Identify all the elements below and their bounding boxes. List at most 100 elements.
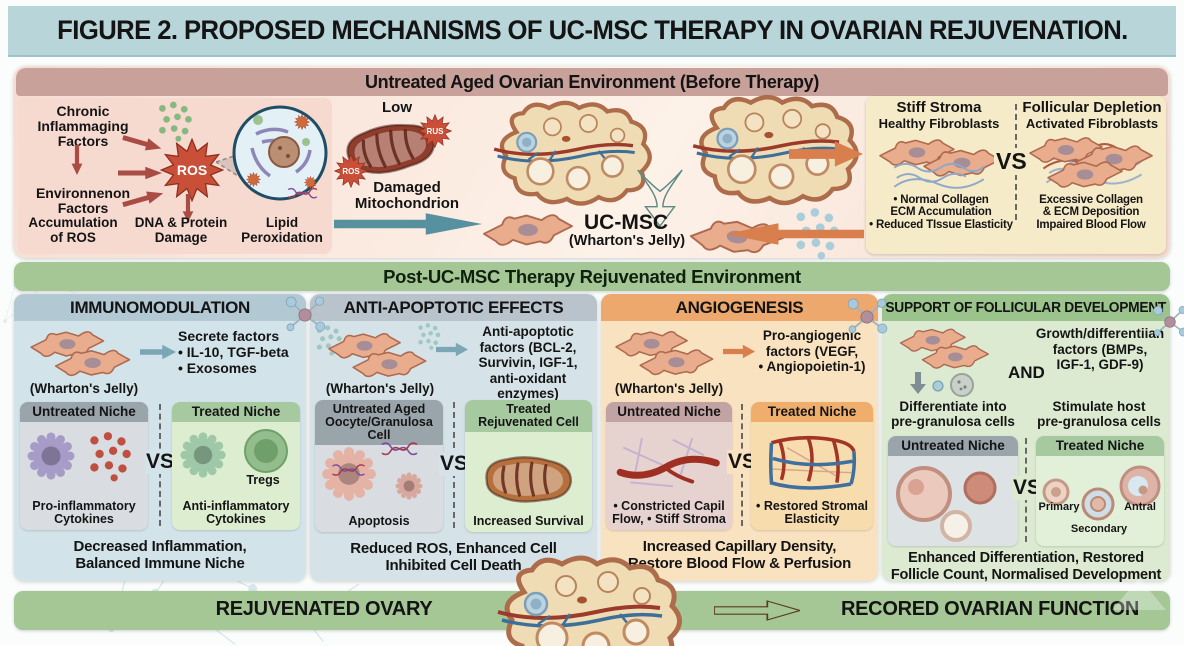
apoptosis-caption: Apoptosis	[348, 514, 410, 529]
untreated-niche-box: Untreated Niche Pro-inflammatory Cytokin…	[20, 402, 148, 530]
excessive-collagen-bullets: Excessive Collagen & ECM Deposition Impa…	[1036, 194, 1146, 231]
accumulation-ros-label: Accumulation of ROS	[28, 215, 118, 245]
follicular-development-header: SUPPORT OF FOLLICULAR DEVELOPMENT	[882, 294, 1170, 321]
molecule-icon	[1150, 302, 1184, 342]
growth-factors-text: Growth/differentiian factors (BMPs, IGF-…	[1035, 326, 1165, 373]
cytokine-dots-icon	[82, 430, 138, 482]
msc-cells-icon	[320, 328, 436, 383]
arrow-orange-left-icon	[726, 222, 864, 246]
ros-starburst-small: ROS	[334, 154, 368, 188]
stiff-stroma-title: Stiff Stroma	[896, 99, 982, 116]
green-particles-icon	[148, 100, 202, 142]
antiapoptotic-header: ANTI-APOPTOTIC EFFECTS	[310, 294, 597, 321]
vs-label: VS	[145, 450, 176, 474]
treated-niche-box: Treated Niche • Restored Stromal Elastic…	[751, 402, 873, 530]
immunomodulation-panel: IMMUNOMODULATION (Wharton's Jelly) Secre…	[14, 294, 306, 581]
proinflammatory-cell-icon	[22, 428, 80, 484]
ros-mechanism-panel: Chronic Inflammaging Factors ROS Environ…	[18, 98, 332, 254]
immunomodulation-header: IMMUNOMODULATION	[14, 294, 306, 321]
untreated-niche-box: Untreated Niche	[888, 436, 1018, 546]
chronic-inflammaging-label: Chronic Inflammaging Factors	[37, 103, 129, 150]
figure-title-bar: FIGURE 2. PROPOSED MECHANISMS OF UC-MSC …	[8, 6, 1176, 57]
molecule-icon	[282, 292, 328, 338]
antral-follicle-label: Antral	[1124, 501, 1156, 513]
wharton-jelly-label: (Wharton's Jelly)	[29, 381, 139, 396]
activated-fibroblasts-illustration	[1029, 137, 1153, 188]
ros-starburst: ROS	[160, 138, 224, 202]
survival-caption: Increased Survival	[473, 514, 584, 529]
activated-fibroblasts-label: Activated Fibroblasts	[1025, 116, 1159, 131]
rejuvenated-ovary-label: REJUVENATED OVARY	[215, 598, 433, 620]
rus-starburst: RUS	[418, 114, 452, 148]
treated-cell-box: Treated Rejuvenated Cell Increased Survi…	[465, 400, 592, 532]
pregranulosa-cells-icon	[932, 373, 974, 397]
dna-fragment-icon	[331, 462, 367, 482]
untreated-caption: Pro-inflammatory Cytokines	[32, 498, 136, 527]
treg-cell-icon	[244, 429, 288, 473]
restored-caption: • Restored Stromal Elasticity	[755, 498, 869, 527]
msc-cells-icon	[607, 326, 723, 381]
damaged-mitochondrion-label: Damaged Mitochondrion	[354, 179, 460, 213]
merge-arrow-down-icon	[637, 169, 683, 228]
arrow-right-icon	[140, 344, 176, 360]
constricted-caption: • Constricted Capil Flow, • Stiff Stroma	[612, 498, 726, 527]
treated-niche-box: Treated Niche Tregs Anti-inflammatory Cy…	[172, 402, 300, 530]
dna-protein-damage-label: DNA & Protein Damage	[134, 215, 228, 245]
antiapoptotic-factors-text: Anti-apoptotic factors (BCL-2, Survivin,…	[478, 324, 578, 402]
treated-caption: Anti-inflammatory Cytokines	[182, 498, 290, 527]
differentiate-label: Differentiate into pre-granulosa cells	[891, 399, 1015, 429]
angiogenesis-panel: ANGIOGENESIS (Wharton's Jelly) Pro-angio…	[601, 294, 878, 581]
angiogenesis-header: ANGIOGENESIS	[601, 294, 878, 321]
arrow-brown-icon	[714, 600, 800, 621]
antiapoptotic-panel: ANTI-APOPTOTIC EFFECTS (Wharton's Jelly)…	[310, 294, 597, 581]
damaged-cell-illustration	[232, 105, 328, 201]
antiapoptotic-summary: Reduced ROS, Enhanced Cell Inhibited Cel…	[350, 540, 557, 575]
dna-strand-icon	[379, 440, 421, 462]
arrow-to-ros-icon	[118, 166, 162, 180]
apoptotic-cell-icon	[393, 470, 425, 502]
vs-label: VS	[994, 148, 1029, 175]
low-label: Low	[382, 99, 412, 116]
stalled-follicles-icon	[896, 466, 997, 542]
treated-niche-box: Treated Niche Primary Antral Secondary	[1036, 436, 1164, 546]
vessel-network-icon	[755, 430, 869, 494]
msc-cells-icon	[22, 326, 140, 382]
follicular-summary: Enhanced Differentiation, Restored Folli…	[890, 550, 1162, 583]
healthy-fibroblasts-illustration	[879, 139, 1001, 190]
immunomodulation-summary: Decreased Inflammation, Balanced Immune …	[73, 538, 247, 573]
arrow-down-icon	[71, 145, 83, 175]
arrow-teal-icon	[334, 212, 482, 236]
wharton-jelly-label: (Wharton's Jelly)	[325, 381, 435, 396]
lipid-peroxidation-label: Lipid Peroxidation	[241, 215, 323, 245]
tregs-label: Tregs	[246, 473, 280, 487]
rejuvenated-ovary-illustration	[462, 550, 718, 646]
developing-follicles-icon	[1042, 465, 1161, 521]
angiogenesis-summary: Increased Capillary Density, Restore Blo…	[627, 538, 852, 573]
center-illustration-area: Low RUS ROS Damaged Mitochondrion UC-MSC…	[334, 96, 866, 256]
secreted-factors-text: Secrete factors • IL-10, TGF-beta • Exos…	[178, 328, 289, 377]
untreated-niche-box: Untreated Niche • Constricted Capil Flow…	[606, 402, 732, 530]
healthy-mitochondrion-icon	[477, 450, 579, 506]
post-therapy-banner: Post-UC-MSC Therapy Rejuvenated Environm…	[14, 262, 1170, 291]
follicular-depletion-title: Follicular Depletion	[1022, 99, 1162, 116]
antiinflammatory-cell-icon	[176, 428, 230, 482]
primary-follicle-label: Primary	[1038, 501, 1080, 513]
stroma-comparison-panel: Stiff Stroma Healthy Fibroblasts • Norma…	[866, 96, 1166, 254]
recovered-function-label: RECORED OVARIAN FUNCTION	[841, 598, 1139, 620]
constricted-vessel-icon	[610, 432, 728, 494]
watermark-triangle	[1112, 578, 1166, 610]
vs-label: VS	[439, 452, 470, 476]
arrow-down-icon	[910, 372, 926, 394]
follicular-development-panel: SUPPORT OF FOLLICULAR DEVELOPMENT Differ…	[882, 294, 1170, 583]
wharton-jelly-label: (Wharton's Jelly)	[568, 233, 686, 249]
proangiogenic-factors-text: Pro-angiogenic factors (VEGF, • Angiopoi…	[758, 328, 866, 375]
arrow-orange-right-icon	[789, 140, 863, 168]
msc-cells-icon	[892, 324, 998, 374]
ucmsc-label: UC-MSC	[584, 211, 668, 234]
stimulate-label: Stimulate host pre-granulosa cells	[1037, 399, 1161, 429]
untreated-environment-section: Untreated Aged Ovarian Environment (Befo…	[14, 66, 1170, 258]
and-label: AND	[1008, 363, 1045, 382]
normal-collagen-bullets: • Normal Collagen ECM Accumulation • Red…	[869, 194, 1013, 231]
secondary-follicle-label: Secondary	[1070, 523, 1128, 535]
